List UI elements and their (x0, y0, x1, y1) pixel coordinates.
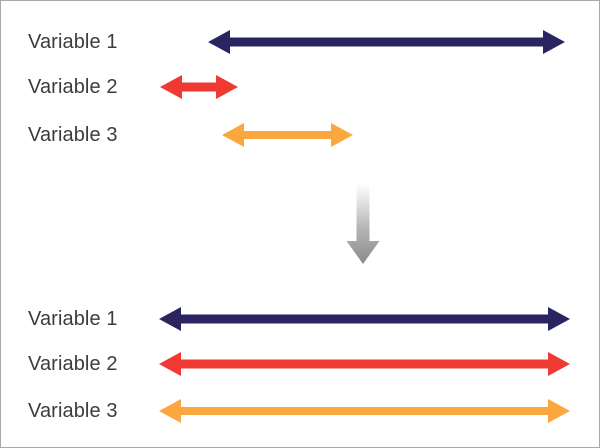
top-arrow-variable-3-orange (222, 123, 353, 147)
top-label-variable-2: Variable 2 (28, 76, 118, 98)
top-arrow-variable-1-navy (208, 30, 565, 54)
bottom-arrow-variable-1-navy (159, 307, 570, 331)
top-label-variable-1: Variable 1 (28, 31, 118, 53)
transition-down-arrow-icon (346, 185, 380, 264)
top-arrow-variable-2-red (160, 75, 238, 99)
bottom-arrow-variable-2-red (159, 352, 570, 376)
bottom-arrow-variable-3-orange (159, 399, 570, 423)
bottom-label-variable-3: Variable 3 (28, 400, 118, 422)
top-label-variable-3: Variable 3 (28, 124, 118, 146)
bottom-label-variable-2: Variable 2 (28, 353, 118, 375)
bottom-label-variable-1: Variable 1 (28, 308, 118, 330)
